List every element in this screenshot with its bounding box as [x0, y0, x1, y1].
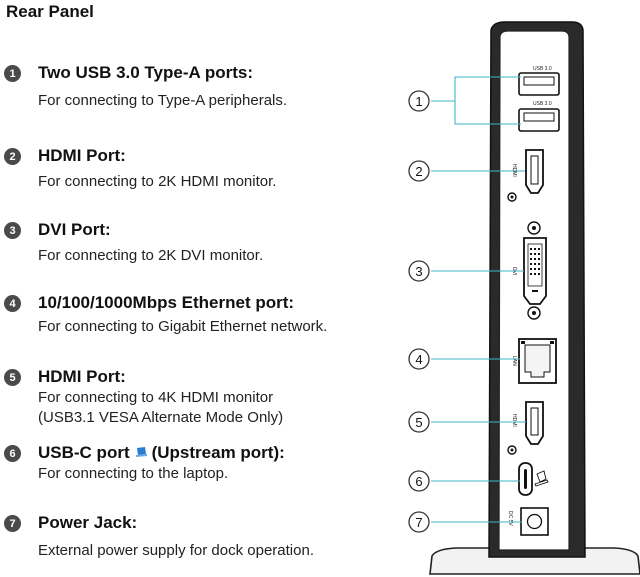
feature-heading-dvi: DVI Port: — [38, 220, 111, 239]
lan-label: LAN — [511, 356, 517, 366]
callout-badge-4: 4 — [408, 348, 430, 370]
number-badge-2: 2 — [4, 148, 21, 165]
feature-heading-ethernet: 10/100/1000Mbps Ethernet port: — [38, 293, 295, 312]
svg-text:3: 3 — [415, 264, 422, 279]
dock-rear-diagram: USB 3.0 USB 3.0 HDMI DVI LAN HDMI DC 5V — [408, 21, 640, 575]
feature-heading-hdmi-4k: HDMI Port: — [38, 367, 126, 386]
number-badge-3: 3 — [4, 222, 21, 239]
feature-heading-usb-c-part1: USB-C port — [38, 443, 130, 462]
number-badge-5: 5 — [4, 369, 21, 386]
callout-badge-1: 1 — [408, 90, 430, 112]
svg-text:6: 6 — [415, 474, 422, 489]
page-title: Rear Panel — [6, 2, 94, 21]
feature-heading-power: Power Jack: — [38, 513, 138, 532]
usb-c-laptop-symbol — [534, 470, 549, 487]
feature-desc-power: External power supply for dock operation… — [38, 542, 314, 559]
feature-desc-hdmi-2k: For connecting to 2K HDMI monitor. — [38, 173, 277, 190]
feature-desc-hdmi-4k-line2: (USB3.1 VESA Alternate Mode Only) — [38, 409, 284, 426]
callout-lines — [431, 76, 526, 523]
number-badge-1: 1 — [4, 65, 21, 82]
feature-desc-usb-c: For connecting to the laptop. — [38, 465, 229, 482]
callout-badge-5: 5 — [408, 411, 430, 433]
callout-badge-7: 7 — [408, 511, 430, 533]
callout-badge-6: 6 — [408, 470, 430, 492]
feature-desc-hdmi-4k-line1: For connecting to 4K HDMI monitor — [38, 389, 274, 406]
usb-bottom-label: USB 3.0 — [533, 101, 552, 107]
usb-top-label: USB 3.0 — [533, 66, 552, 72]
feature-desc-dvi: For connecting to 2K DVI monitor. — [38, 247, 264, 264]
hdmi-top-label: HDMI — [511, 164, 517, 177]
dock-stand — [429, 547, 640, 575]
feature-heading-hdmi-2k: HDMI Port: — [38, 146, 126, 165]
svg-text:5: 5 — [415, 415, 422, 430]
feature-desc-ethernet: For connecting to Gigabit Ethernet netwo… — [38, 318, 328, 335]
laptop-icon — [135, 447, 147, 457]
svg-text:1: 1 — [415, 94, 422, 109]
svg-text:2: 2 — [415, 164, 422, 179]
callout-badge-2: 2 — [408, 160, 430, 182]
feature-heading-usb-c-part2: (Upstream port): — [151, 443, 285, 462]
feature-heading-usb-a: Two USB 3.0 Type-A ports: — [38, 63, 254, 82]
number-badge-6: 6 — [4, 445, 21, 462]
number-badge-7: 7 — [4, 515, 21, 532]
number-badge-4: 4 — [4, 295, 21, 312]
feature-desc-usb-a: For connecting to Type-A peripherals. — [38, 92, 288, 109]
hdmi-bottom-label: HDMI — [511, 414, 517, 427]
feature-heading-usb-c: USB-C port (Upstream port): — [38, 443, 285, 463]
svg-text:7: 7 — [415, 515, 422, 530]
callout-badges: 1 2 3 4 5 6 7 — [408, 90, 430, 533]
callout-badge-3: 3 — [408, 260, 430, 282]
dc-label: DC 5V — [507, 511, 513, 526]
svg-text:4: 4 — [415, 352, 422, 367]
